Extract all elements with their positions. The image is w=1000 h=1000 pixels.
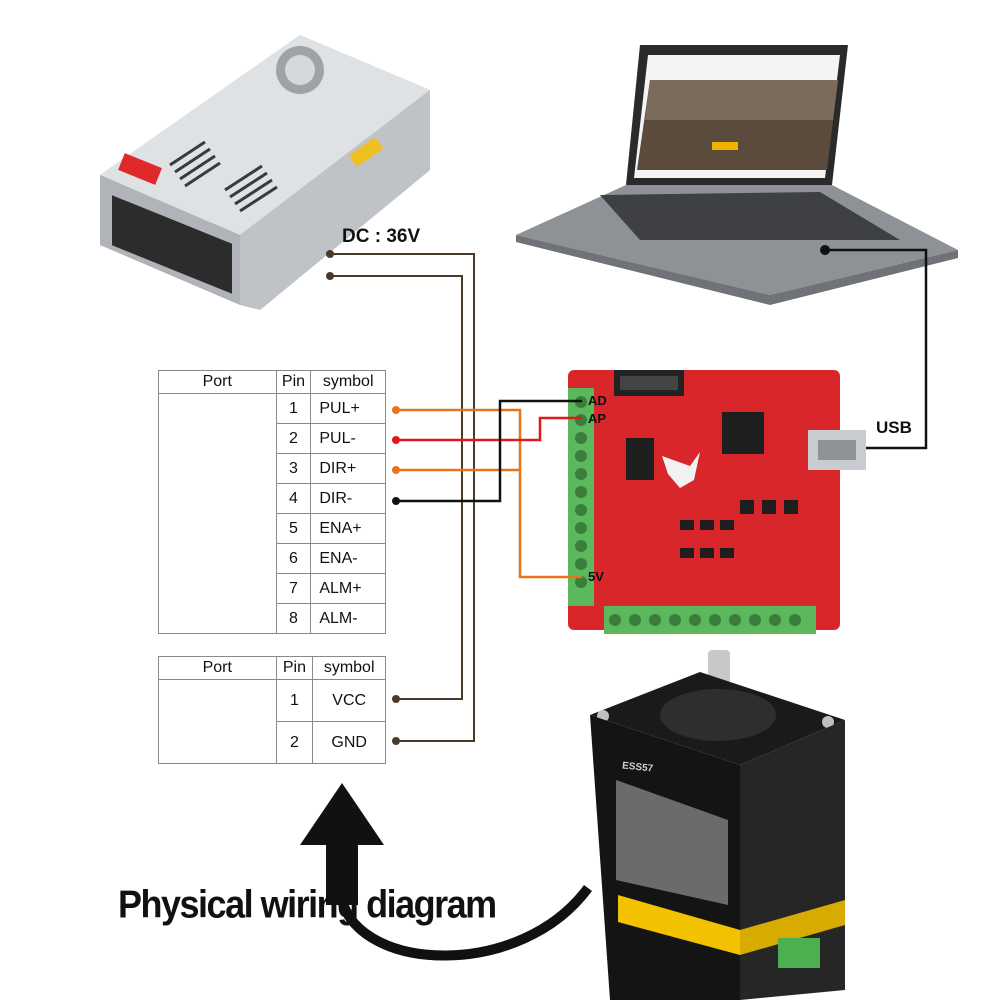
controller-board — [568, 370, 866, 634]
pin-symbol: VCC — [312, 679, 386, 722]
signal-pin-table: Port Pin symbol 1 PUL+ 2 PUL- 3 DIR+ 4 D… — [158, 370, 386, 634]
terminal-ap-label: AP — [588, 411, 607, 426]
table-row: 3 DIR+ — [159, 453, 386, 484]
stepper-motor — [590, 650, 845, 1000]
wire-end-dots — [392, 406, 400, 745]
table-row: 7 ALM+ — [159, 573, 386, 604]
vcc-wire — [330, 275, 463, 700]
pin-number: 8 — [275, 603, 312, 634]
pin-number: 1 — [275, 679, 314, 722]
pin-symbol: DIR- — [310, 483, 386, 514]
pin-symbol: PUL+ — [310, 393, 386, 424]
table-row: 5 ENA+ — [159, 513, 386, 544]
pin-number: 3 — [275, 453, 312, 484]
pin-header: Pin — [275, 656, 314, 680]
diagram-title: Physical wiring diagram — [118, 882, 497, 927]
table-row: 1 PUL+ — [158, 393, 386, 634]
table-row: 6 ENA- — [159, 543, 386, 574]
power-supply-unit — [100, 35, 430, 310]
pin-symbol: ALM+ — [310, 573, 386, 604]
pin-symbol: GND — [312, 721, 386, 764]
curved-arrow-icon — [300, 783, 593, 961]
power-pin-table: Port Pin symbol 1 VCC 2 GND — [158, 656, 386, 764]
pin-symbol: PUL- — [310, 423, 386, 454]
pul-minus-wire — [396, 416, 582, 442]
table-row: 4 DIR- — [159, 483, 386, 514]
pin-number: 4 — [275, 483, 312, 514]
pin-number: 6 — [275, 543, 312, 574]
table-row: 1 VCC — [158, 679, 386, 764]
symbol-header: symbol — [312, 656, 386, 680]
pin-symbol: ALM- — [310, 603, 386, 634]
pin-number: 2 — [275, 423, 312, 454]
pin-number: 5 — [275, 513, 312, 544]
symbol-header: symbol — [310, 370, 386, 394]
pin-number: 7 — [275, 573, 312, 604]
terminal-5v-label: 5V — [588, 569, 604, 584]
usb-wire — [825, 248, 928, 450]
pin-symbol: ENA+ — [310, 513, 386, 544]
table-row: 8 ALM- — [159, 603, 386, 634]
pin-number: 2 — [275, 721, 314, 764]
table-header-row: Port Pin symbol — [158, 370, 386, 394]
usb-label: USB — [876, 418, 912, 437]
table-row: 2 PUL- — [159, 423, 386, 454]
port-header: Port — [158, 370, 277, 394]
pin-symbol: ENA- — [310, 543, 386, 574]
laptop — [516, 45, 958, 305]
power-voltage-label: DC : 36V — [342, 226, 421, 247]
table-header-row: Port Pin symbol — [158, 656, 386, 680]
pin-number: 1 — [275, 393, 312, 424]
pin-header: Pin — [275, 370, 312, 394]
pin-symbol: DIR+ — [310, 453, 386, 484]
table-row: 2 GND — [159, 721, 386, 764]
signal-port-image-cell — [158, 393, 277, 634]
pul-plus-wire — [396, 408, 582, 579]
gnd-wire — [330, 253, 475, 742]
dir-minus-wire — [396, 399, 582, 503]
port-header: Port — [158, 656, 277, 680]
terminal-ad-label: AD — [588, 393, 607, 408]
power-port-image-cell — [158, 679, 277, 764]
